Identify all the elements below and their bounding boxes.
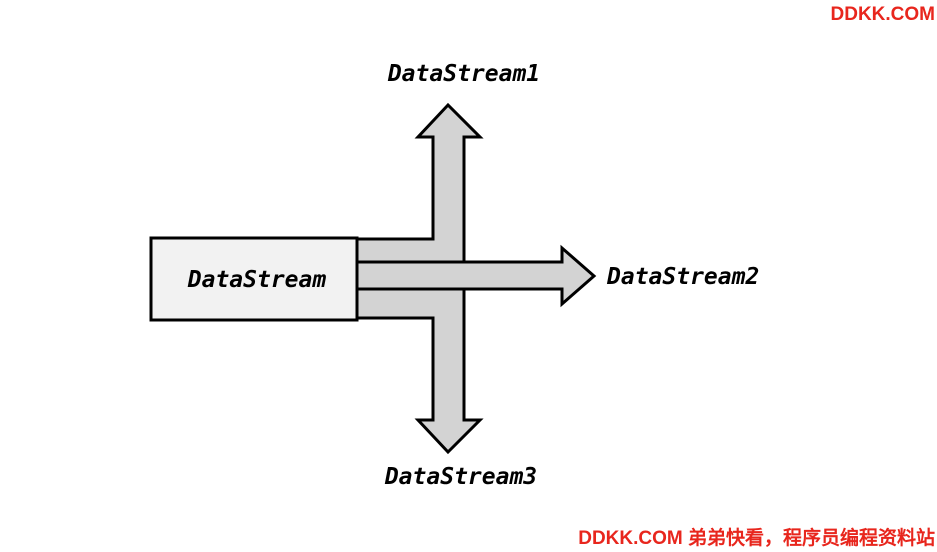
source-label: DataStream (187, 267, 327, 293)
arrow-right-datastream2 (355, 244, 597, 308)
arrow-up-datastream1 (355, 102, 484, 265)
watermark-top: DDKK.COM (830, 4, 936, 25)
source-box (149, 236, 359, 322)
arrow-down-datastream3 (355, 286, 484, 455)
watermark-bottom: DDKK.COM 弟弟快看，程序员编程资料站 (578, 528, 935, 549)
output-label-datastream3: DataStream3 (384, 464, 537, 490)
output-label-datastream2: DataStream2 (606, 264, 759, 290)
output-label-datastream1: DataStream1 (387, 61, 540, 87)
